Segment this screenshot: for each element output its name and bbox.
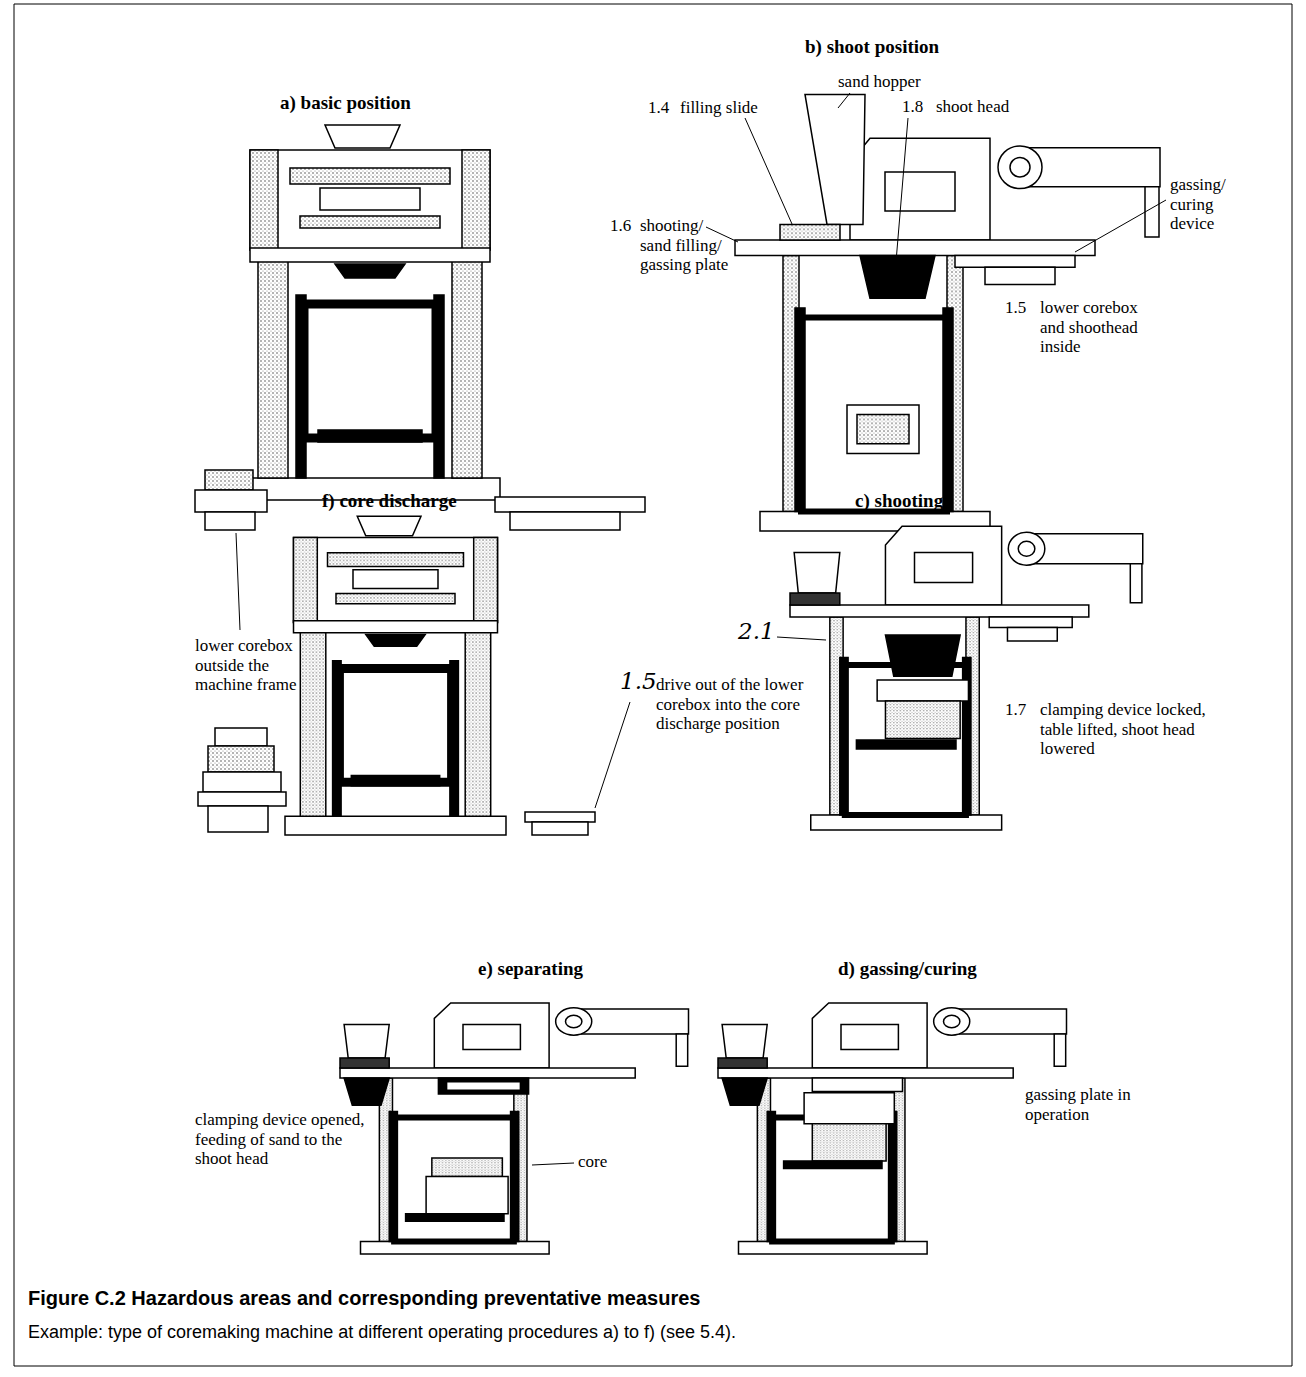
figure-frame xyxy=(14,4,1292,1366)
panel-title: e) separating xyxy=(478,958,583,980)
part-label: clamping device opened, feeding of sand … xyxy=(195,1110,373,1169)
example-note: Example: type of coremaking machine at d… xyxy=(28,1322,736,1343)
callout-number: 1.8 xyxy=(902,97,923,117)
panel-title: f) core discharge xyxy=(322,490,457,512)
callout-number: 1.5 xyxy=(1005,298,1026,318)
front-machine-a xyxy=(195,125,645,530)
panel-title: d) gassing/curing xyxy=(838,958,977,980)
part-label: drive out of the lower corebox into the … xyxy=(656,675,834,734)
part-label: gassing plate in operation xyxy=(1025,1085,1133,1124)
part-label: gassing/ curing device xyxy=(1170,175,1245,234)
side-machine-c xyxy=(790,526,1143,830)
figure-caption: Figure C.2 Hazardous areas and correspon… xyxy=(28,1287,700,1310)
part-label: clamping device locked, table lifted, sh… xyxy=(1040,700,1208,759)
side-machine-d xyxy=(718,1003,1067,1254)
part-label: shooting/ sand filling/ gassing plate xyxy=(640,216,732,275)
panel-title: c) shooting xyxy=(855,490,943,512)
callout-number: 1.7 xyxy=(1005,700,1026,720)
part-label: core xyxy=(578,1152,607,1172)
part-label: shoot head xyxy=(936,97,1009,117)
part-label: sand hopper xyxy=(838,72,921,92)
part-label: lower corebox outside the machine frame xyxy=(195,636,327,695)
side-machine-e xyxy=(340,1003,689,1254)
panel-title: b) shoot position xyxy=(805,36,939,58)
part-label: lower corebox and shoothead inside xyxy=(1040,298,1165,357)
callout-number: 1.5 xyxy=(620,668,657,694)
callout-number: 1.4 xyxy=(648,98,669,118)
leader-lines xyxy=(236,93,1166,1165)
callout-number: 2.1 xyxy=(738,618,775,644)
panel-title: a) basic position xyxy=(280,92,411,114)
callout-number: 1.6 xyxy=(610,216,631,236)
part-label: filling slide xyxy=(680,98,758,118)
